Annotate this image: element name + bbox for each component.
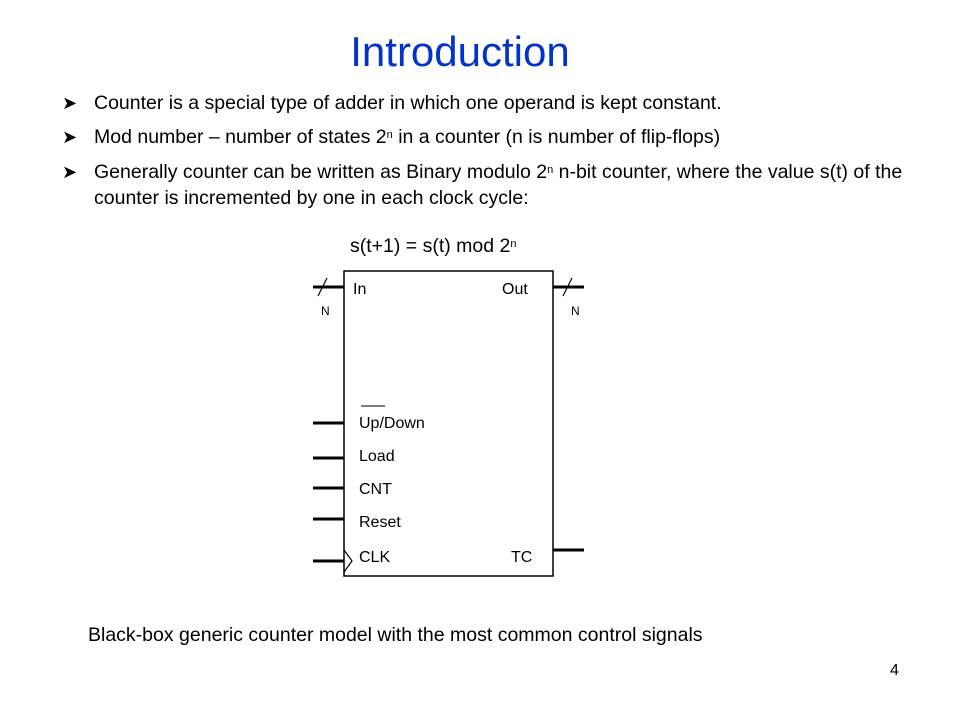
clock-triangle-icon <box>343 549 353 573</box>
in-label: In <box>353 281 367 298</box>
arrow-bullet-icon: ➤ <box>62 162 78 182</box>
bullet-text-cont: in a counter (n is number of flip-flops) <box>392 126 721 148</box>
bullet-text-cont: n-bit counter, where the value s(t) of t… <box>94 161 903 209</box>
formula: s(t+1) = s(t) mod 2n <box>350 233 517 259</box>
tc-label: TC <box>511 549 533 566</box>
bullet-text: Mod number – number of states 2 <box>94 126 387 148</box>
bullet-list: ➤ Counter is a special type of adder in … <box>62 90 922 219</box>
slide-title: Introduction <box>350 28 570 75</box>
bullet-item: ➤ Counter is a special type of adder in … <box>62 90 922 116</box>
bullet-item: ➤ Mod number – number of states 2n in a … <box>62 124 922 150</box>
cnt-label: CNT <box>359 481 392 498</box>
in-bus-slash <box>317 277 328 297</box>
out-bus-width-label: N <box>571 304 580 318</box>
bullet-item: ➤ Generally counter can be written as Bi… <box>62 159 922 211</box>
in-bus-width-label: N <box>321 304 330 318</box>
reset-label: Reset <box>359 514 401 531</box>
diagram-caption: Black-box generic counter model with the… <box>88 624 703 646</box>
superscript: n <box>547 164 554 176</box>
out-label: Out <box>502 281 528 298</box>
arrow-bullet-icon: ➤ <box>62 93 78 113</box>
out-bus-slash <box>562 277 573 297</box>
clk-label: CLK <box>359 549 391 566</box>
arrow-bullet-icon: ➤ <box>62 127 78 147</box>
page-number: 4 <box>890 662 899 679</box>
counter-box <box>343 270 554 577</box>
superscript: n <box>386 129 393 141</box>
load-label: Load <box>359 448 395 465</box>
formula-superscript: n <box>510 238 517 250</box>
bullet-text: Generally counter can be written as Bina… <box>94 161 548 183</box>
formula-text: s(t+1) = s(t) mod 2 <box>350 235 511 257</box>
updown-label: Up/Down <box>359 415 425 432</box>
bullet-text: Counter is a special type of adder in wh… <box>94 92 722 114</box>
